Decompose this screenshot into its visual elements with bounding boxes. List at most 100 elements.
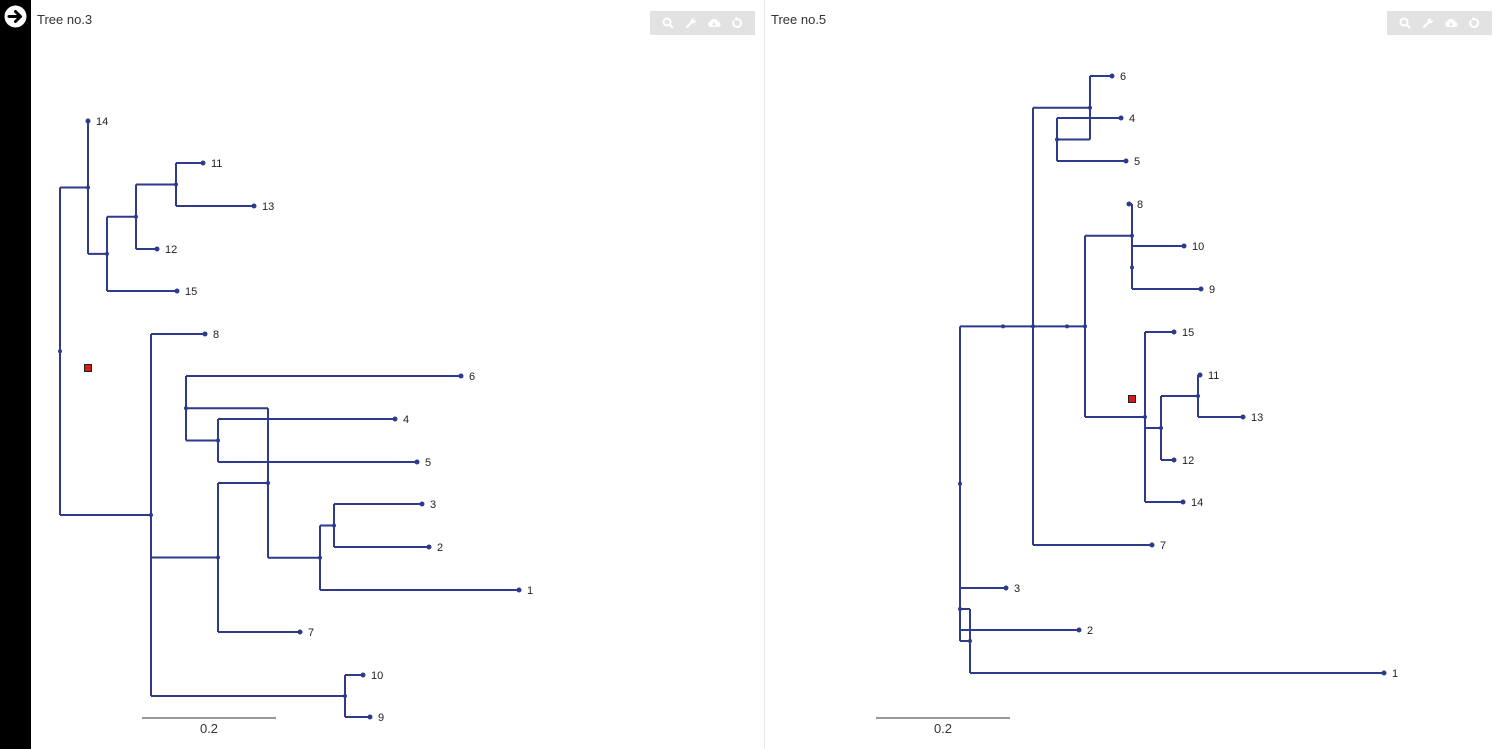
tree-leaf-node	[202, 331, 208, 337]
tree-internal-node	[1083, 324, 1087, 329]
tree-leaf-label: 8	[213, 329, 219, 341]
tree-internal-node	[1088, 105, 1092, 110]
tree-internal-node	[134, 214, 138, 219]
tree-leaf-node	[367, 714, 373, 720]
tree-leaf-node	[154, 246, 160, 252]
tree-leaf-node	[1198, 286, 1204, 292]
cloud-download-icon	[1445, 18, 1458, 27]
refresh-icon	[732, 17, 743, 28]
search-button[interactable]	[1397, 15, 1413, 31]
tree-internal-node	[343, 694, 347, 698]
download-button[interactable]	[1443, 15, 1459, 31]
tree-leaf-label: 2	[1087, 625, 1093, 637]
tree-internal-node	[318, 555, 322, 560]
tree-leaf-node	[1123, 158, 1129, 164]
search-button[interactable]	[660, 15, 676, 31]
tree-leaf-label: 11	[1208, 370, 1219, 382]
tree-leaf-node	[1180, 499, 1186, 505]
tree-leaf-label: 7	[1160, 540, 1166, 552]
tree-internal-node	[149, 513, 153, 517]
tree-leaf-label: 6	[1120, 71, 1126, 83]
search-icon	[662, 17, 674, 29]
tree-leaf-node	[251, 203, 257, 209]
arrow-right-circle-icon	[4, 5, 27, 28]
tree-leaf-node	[426, 544, 432, 550]
tree-leaf-node	[1076, 627, 1082, 633]
tree-leaf-node	[85, 118, 91, 124]
tree-leaf-node	[200, 160, 206, 166]
tree-internal-node	[184, 406, 188, 411]
tree-leaf-label: 10	[1192, 241, 1204, 253]
tree-internal-node	[332, 523, 336, 528]
tree-leaf-label: 8	[1137, 199, 1143, 211]
tree-leaf-node	[1181, 243, 1187, 249]
tree-leaf-node	[1126, 201, 1132, 207]
tree-leaf-node	[360, 672, 366, 678]
tree-internal-node	[1159, 426, 1163, 430]
tree-leaf-label: 2	[437, 542, 443, 554]
tree-leaf-node	[1381, 670, 1387, 676]
tree-leaf-node	[1109, 73, 1115, 79]
tree-internal-node	[968, 639, 972, 643]
tree-internal-node	[216, 555, 220, 560]
settings-button[interactable]	[1420, 15, 1436, 31]
reset-button[interactable]	[729, 15, 745, 31]
tree-leaf-label: 11	[211, 158, 222, 170]
tree-internal-node	[1143, 415, 1147, 419]
tree-internal-node	[86, 185, 90, 190]
tree-leaf-label: 6	[469, 371, 475, 383]
tree-leaf-label: 4	[403, 414, 409, 426]
tree-leaf-label: 14	[96, 116, 108, 128]
tree-internal-node	[1130, 265, 1134, 270]
tree-leaf-node	[419, 501, 425, 507]
tree-leaf-label: 12	[165, 244, 177, 256]
tree-leaf-label: 3	[1014, 583, 1020, 595]
tree-internal-node	[1196, 394, 1200, 398]
tree-leaf-label: 15	[185, 286, 197, 298]
tree-internal-node	[1055, 137, 1059, 142]
tree-reroot-marker	[1128, 395, 1136, 403]
tree-leaf-label: 5	[425, 457, 431, 469]
tree-reroot-marker	[84, 364, 92, 372]
tree-leaf-label: 12	[1182, 455, 1194, 467]
sidebar	[0, 0, 31, 749]
tree-toolbar	[1387, 11, 1492, 35]
tree-internal-node	[266, 481, 270, 485]
tree-internal-node	[58, 349, 62, 354]
tree-leaf-label: 9	[378, 712, 384, 724]
refresh-icon	[1469, 17, 1480, 28]
scale-bar-label: 0.2	[934, 721, 952, 736]
reset-button[interactable]	[1466, 15, 1482, 31]
tree-leaf-label: 13	[1251, 412, 1263, 424]
tree-leaf-node	[1118, 115, 1124, 121]
tree-leaf-node	[1003, 585, 1009, 591]
tree-leaf-label: 5	[1134, 156, 1140, 168]
tree-title: Tree no.5	[771, 12, 827, 27]
tree-internal-node	[958, 481, 962, 486]
tree-leaf-node	[392, 416, 398, 422]
download-button[interactable]	[706, 15, 722, 31]
tree-leaf-node	[1240, 414, 1246, 420]
tree-internal-node	[1130, 233, 1134, 238]
tree-leaf-node	[297, 629, 303, 635]
expand-sidebar-button[interactable]	[3, 4, 28, 29]
tree-internal-node	[958, 607, 962, 611]
tree-leaf-label: 1	[527, 585, 533, 597]
wrench-icon	[1422, 18, 1433, 29]
tree-leaf-node	[1149, 542, 1155, 548]
settings-button[interactable]	[683, 15, 699, 31]
tree-leaf-node	[516, 587, 522, 593]
tree-leaf-node	[1197, 372, 1203, 378]
tree-leaf-label: 13	[262, 201, 274, 213]
tree-leaf-label: 7	[308, 627, 314, 639]
tree-leaf-label: 15	[1182, 327, 1194, 339]
tree-leaf-label: 1	[1392, 668, 1398, 680]
tree-leaf-node	[414, 459, 420, 465]
tree-leaf-node	[458, 373, 464, 379]
scale-bar-label: 0.2	[200, 721, 218, 736]
tree-toolbar	[650, 11, 755, 35]
tree-leaf-node	[174, 288, 180, 294]
